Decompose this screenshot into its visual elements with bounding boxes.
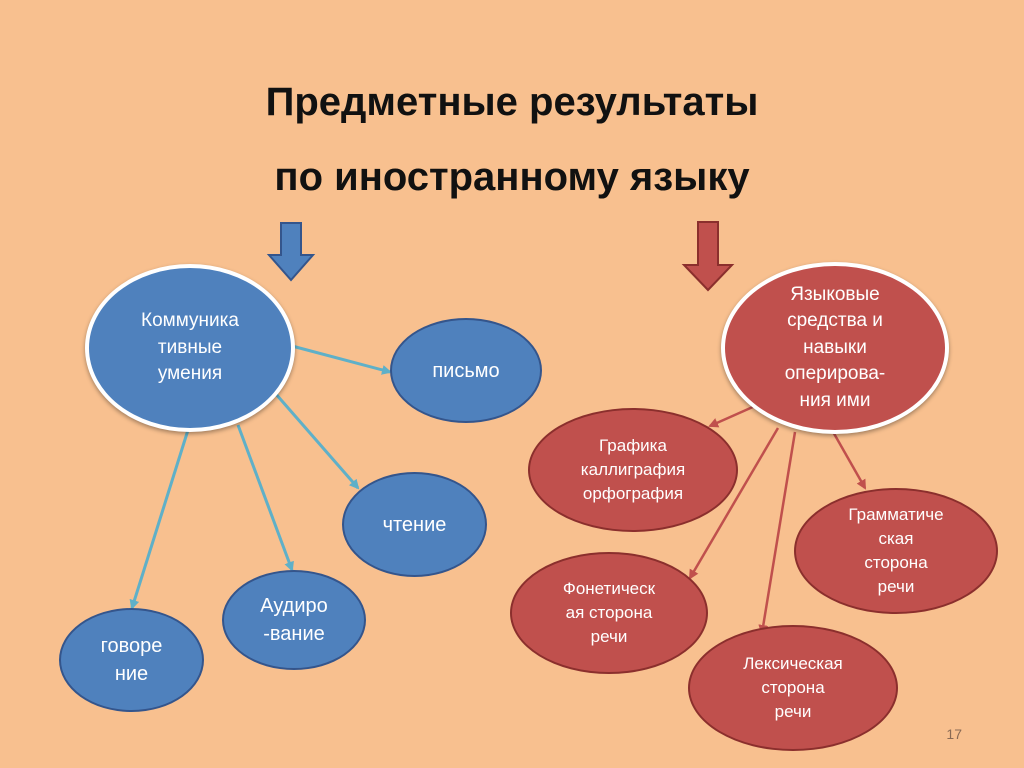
- language-means-node: Языковые средства и навыки оперирова- ни…: [721, 262, 949, 434]
- title-line-2: по иностранному языку: [274, 155, 750, 199]
- phonetics-node: Фонетическ ая сторона речи: [510, 552, 708, 674]
- connector-to-leksika: [758, 431, 797, 635]
- communicative-skills-node: Коммуника тивные умения: [85, 264, 295, 432]
- listening-node: Аудиро -вание: [222, 570, 366, 670]
- title-line-1: Предметные результаты: [265, 80, 759, 124]
- graphics-node: Графика каллиграфия орфография: [528, 408, 738, 532]
- red-down-arrow: [681, 221, 735, 292]
- grammar-node: Грамматиче ская сторона речи: [794, 488, 998, 614]
- connector-to-audirovanie: [236, 424, 294, 572]
- connector-to-govorenie: [129, 429, 190, 610]
- writing-node: письмо: [390, 318, 542, 423]
- connector-to-grafika: [708, 404, 756, 428]
- page-number: 17: [946, 726, 962, 742]
- reading-node: чтение: [342, 472, 487, 577]
- blue-down-arrow: [266, 222, 316, 282]
- lexis-node: Лексическая сторона речи: [688, 625, 898, 751]
- connector-to-fonetika: [688, 427, 780, 580]
- connector-to-pismo: [291, 344, 392, 375]
- speaking-node: говоре ние: [59, 608, 204, 712]
- connector-to-grammatika: [830, 429, 867, 490]
- connector-to-chtenie: [273, 392, 360, 490]
